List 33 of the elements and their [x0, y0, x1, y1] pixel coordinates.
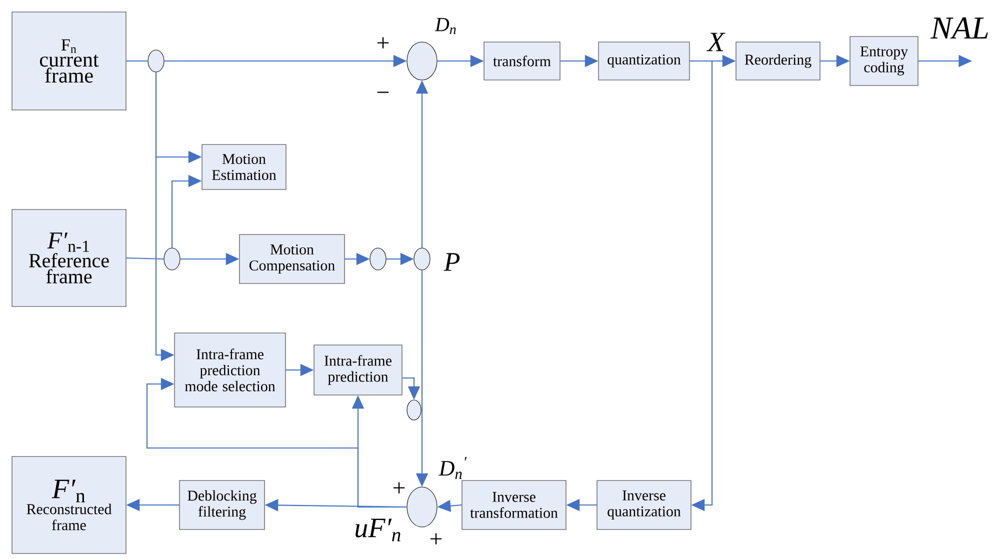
frame-box: F$_{n}$ current frame	[12, 12, 126, 110]
process-box: Motion Estimation	[202, 144, 286, 190]
process-box: Entropy coding	[850, 36, 918, 86]
process-box: transform	[484, 42, 560, 80]
process-box: Intra-frame prediction mode selection	[174, 332, 286, 408]
symbol-label: D$_{n}$′	[438, 457, 467, 479]
process-box: Inverse transformation	[462, 480, 566, 530]
arrow	[690, 60, 713, 512]
symbol-label: +	[393, 482, 405, 494]
symbol-label: NAL	[930, 17, 988, 39]
junction-circle	[148, 50, 164, 72]
symbol-label: uF′$_{n}$	[356, 518, 400, 542]
junction-circle	[164, 248, 180, 270]
junction-circle	[414, 248, 430, 270]
arrow	[146, 378, 407, 508]
symbol-label: X	[706, 32, 726, 52]
symbol-label: +	[430, 533, 442, 544]
summing-circle	[406, 42, 438, 80]
symbol-label: −	[377, 92, 389, 93]
process-box: Reordering	[736, 42, 820, 80]
process-box: Inverse quantization	[596, 480, 692, 530]
frame-box: F′$_{n-1}$ Reference frame	[12, 209, 126, 307]
frame-box: F′$_{n}$ Reconstructed frame	[12, 456, 126, 554]
process-box: Motion Compensation	[239, 234, 345, 284]
process-box: Deblocking filtering	[179, 480, 265, 530]
switch-circle	[406, 400, 422, 420]
junction-circle	[370, 248, 386, 270]
process-box: Intra-frame prediction	[314, 344, 402, 396]
symbol-label: +	[377, 37, 389, 48]
process-box: quantization	[598, 42, 690, 80]
symbol-label: D$_{n}$	[434, 18, 456, 34]
symbol-label: P	[444, 253, 460, 271]
summing-circle	[406, 486, 438, 528]
